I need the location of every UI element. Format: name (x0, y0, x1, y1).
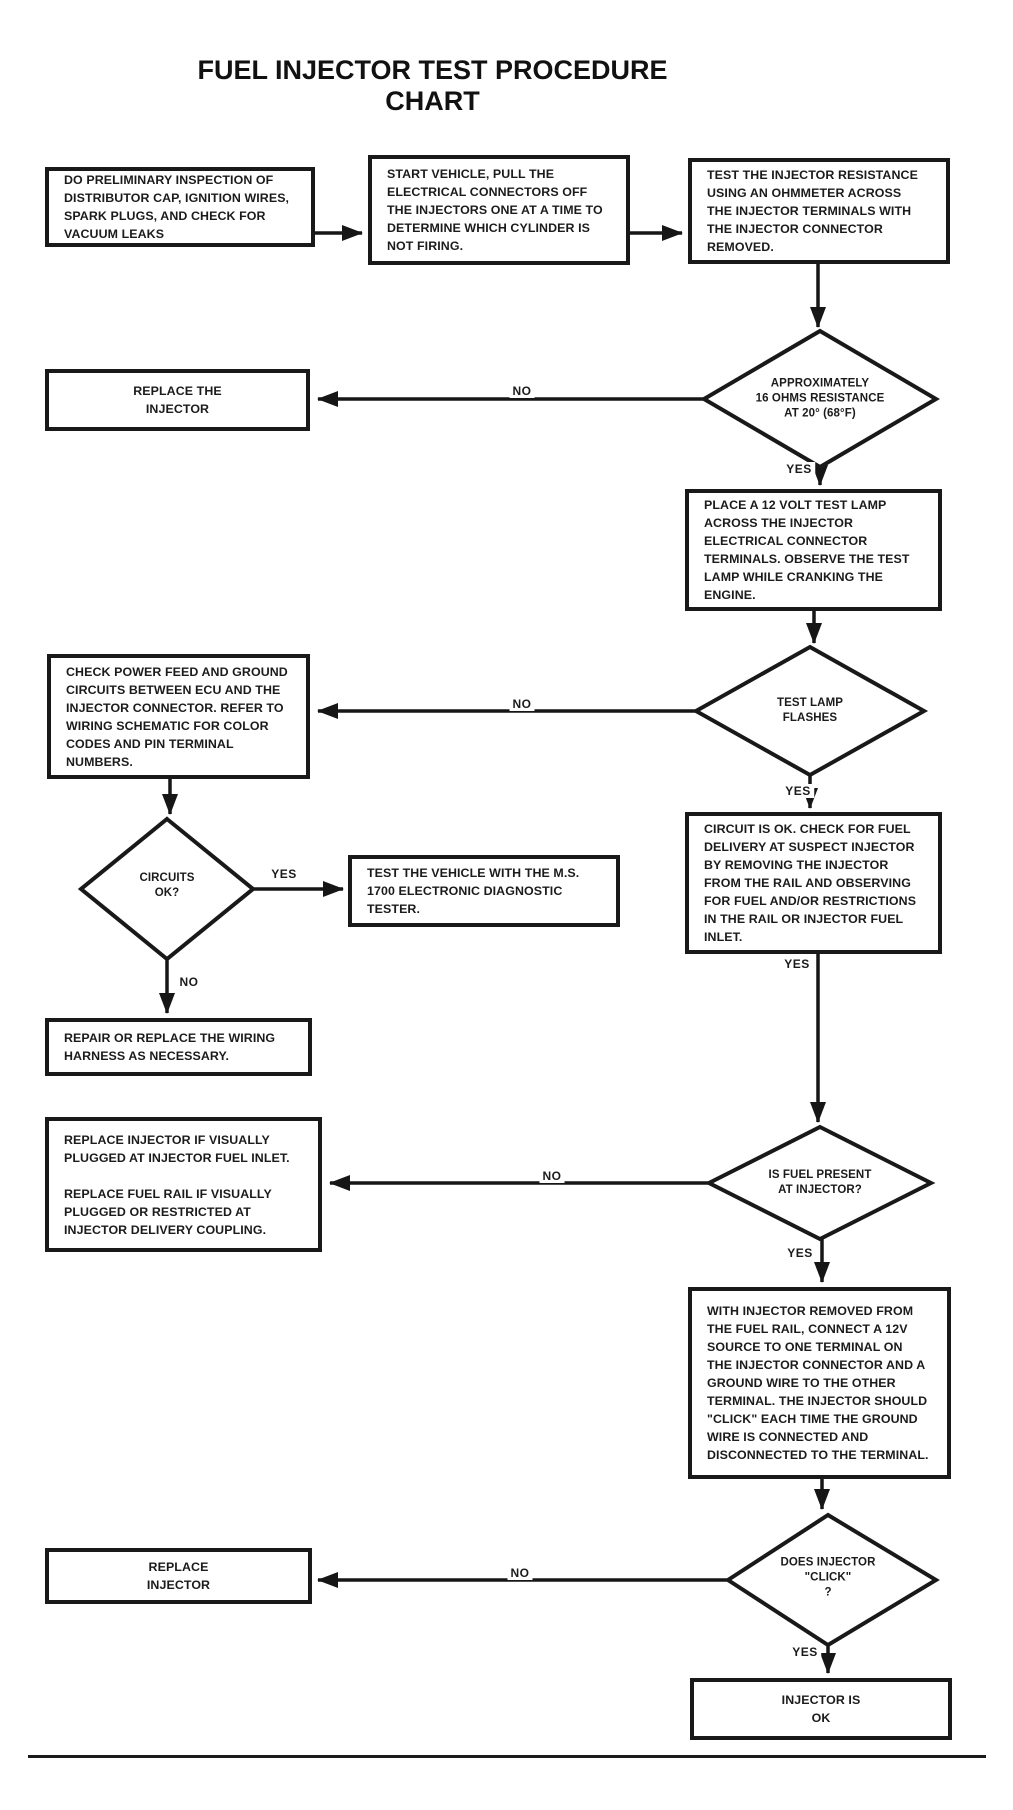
node-repair-harness: REPAIR OR REPLACE THE WIRING HARNESS AS … (45, 1018, 312, 1076)
node-circuit-ok-check-fuel: CIRCUIT IS OK. CHECK FOR FUEL DELIVERY A… (685, 812, 942, 954)
circuits-ok-decision-text: CIRCUITS OK? (139, 872, 195, 899)
edge-label-no-circuits-ok: NO (176, 975, 202, 989)
node-replace-injector-text: REPLACE INJECTOR (146, 1560, 211, 1592)
node-diagnostic-tester: TEST THE VEHICLE WITH THE M.S. 1700 ELEC… (348, 855, 620, 927)
node-replace-the-injector: REPLACE THE INJECTOR (45, 369, 310, 431)
node-preliminary-inspection-text: DO PRELIMINARY INSPECTION OF DISTRIBUTOR… (64, 173, 290, 241)
bottom-rule (28, 1755, 986, 1758)
does-click-decision-text: DOES INJECTOR "CLICK" ? (780, 1556, 876, 1599)
edge-label-yes-circuits-ok: YES (268, 867, 300, 881)
node-replace-the-injector-text: REPLACE THE INJECTOR (133, 384, 222, 416)
fuel-present-decision-diamond (704, 1124, 936, 1242)
edge-label-yes-lamp-flashes: YES (782, 784, 814, 798)
node-click-test-text: WITH INJECTOR REMOVED FROM THE FUEL RAIL… (707, 1304, 929, 1462)
resistance-decision-diamond (700, 328, 940, 470)
resistance-decision-text: APPROXIMATELY 16 OHMS RESISTANCE AT 20° … (755, 377, 885, 420)
node-injector-ok: INJECTOR IS OK (690, 1678, 952, 1740)
node-start-vehicle-text: START VEHICLE, PULL THE ELECTRICAL CONNE… (387, 167, 603, 253)
node-check-power-feed-text: CHECK POWER FEED AND GROUND CIRCUITS BET… (66, 664, 288, 769)
circuits-ok-decision-diamond (77, 816, 257, 962)
edge-label-yes-resistance: YES (783, 462, 815, 476)
node-test-resistance-text: TEST THE INJECTOR RESISTANCE USING AN OH… (707, 168, 918, 254)
edge-label-yes-fuel-present: YES (784, 1246, 816, 1260)
edge-label-yes-fuel-delivery: YES (781, 957, 813, 971)
edge-label-no-fuel-present: NO (539, 1169, 565, 1183)
node-click-test: WITH INJECTOR REMOVED FROM THE FUEL RAIL… (688, 1287, 951, 1479)
node-injector-ok-text: INJECTOR IS OK (781, 1693, 861, 1725)
node-replace-injector: REPLACE INJECTOR (45, 1548, 312, 1604)
edge-label-no-lamp-flashes: NO (509, 697, 535, 711)
edge-label-yes-does-click: YES (789, 1645, 821, 1659)
lamp-flashes-decision-text: TEST LAMP FLASHES (776, 697, 844, 724)
node-replace-if-plugged-text: REPLACE INJECTOR IF VISUALLY PLUGGED AT … (64, 1132, 290, 1237)
page-title: FUEL INJECTOR TEST PROCEDURE CHART (197, 55, 668, 116)
node-repair-harness-text: REPAIR OR REPLACE THE WIRING HARNESS AS … (64, 1031, 276, 1063)
node-preliminary-inspection: DO PRELIMINARY INSPECTION OF DISTRIBUTOR… (45, 167, 315, 247)
does-click-decision-diamond (724, 1512, 940, 1648)
fuel-present-decision-text: IS FUEL PRESENT AT INJECTOR? (768, 1169, 872, 1196)
node-circuit-ok-check-fuel-text: CIRCUIT IS OK. CHECK FOR FUEL DELIVERY A… (704, 822, 917, 944)
lamp-flashes-decision-diamond (691, 644, 929, 778)
node-test-lamp: PLACE A 12 VOLT TEST LAMP ACROSS THE INJ… (685, 489, 942, 611)
node-diagnostic-tester-text: TEST THE VEHICLE WITH THE M.S. 1700 ELEC… (367, 866, 580, 916)
node-test-lamp-text: PLACE A 12 VOLT TEST LAMP ACROSS THE INJ… (704, 498, 910, 602)
node-replace-if-plugged: REPLACE INJECTOR IF VISUALLY PLUGGED AT … (45, 1117, 322, 1252)
node-start-vehicle: START VEHICLE, PULL THE ELECTRICAL CONNE… (368, 155, 630, 265)
node-test-resistance: TEST THE INJECTOR RESISTANCE USING AN OH… (688, 158, 950, 264)
edge-label-no-resistance: NO (509, 384, 535, 398)
edge-label-no-does-click: NO (507, 1566, 533, 1580)
node-check-power-feed: CHECK POWER FEED AND GROUND CIRCUITS BET… (47, 654, 310, 779)
